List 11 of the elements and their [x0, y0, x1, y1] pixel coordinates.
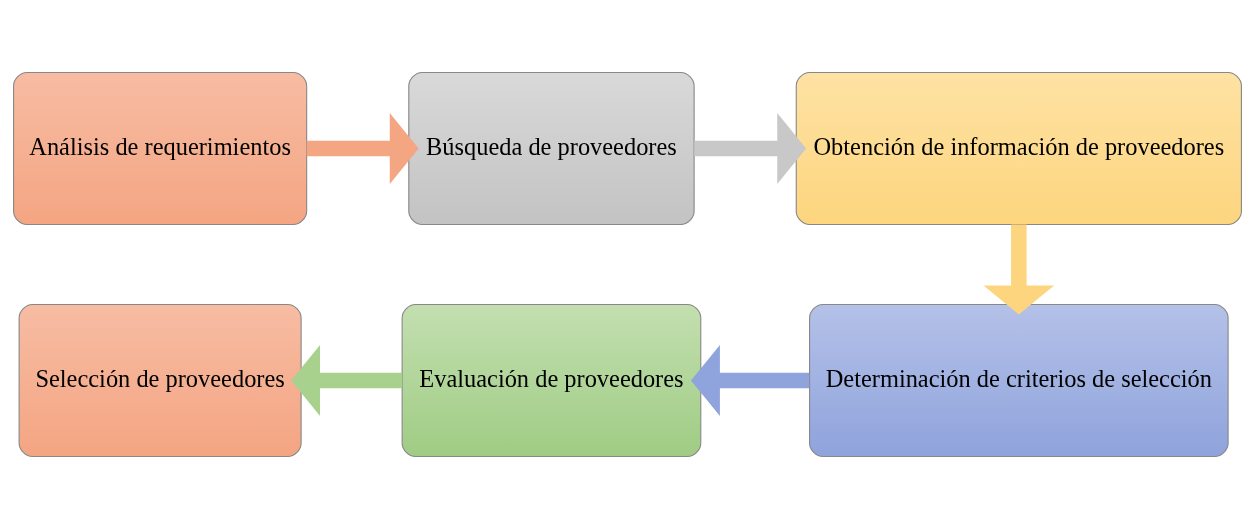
node-box: Evaluación de proveedores — [401, 303, 702, 458]
arrow — [983, 224, 1055, 315]
node-box: Selección de proveedores — [18, 303, 302, 458]
arrow — [306, 113, 419, 184]
arrow — [691, 345, 810, 416]
node-box: Análisis de requerimientos — [13, 71, 308, 226]
node-box: Determinación de criterios de selección — [809, 303, 1229, 458]
arrow — [694, 113, 807, 184]
node-box: Obtención de información de proveedores — [795, 71, 1242, 226]
arrow — [291, 345, 403, 416]
node-box: Búsqueda de proveedores — [408, 71, 695, 226]
